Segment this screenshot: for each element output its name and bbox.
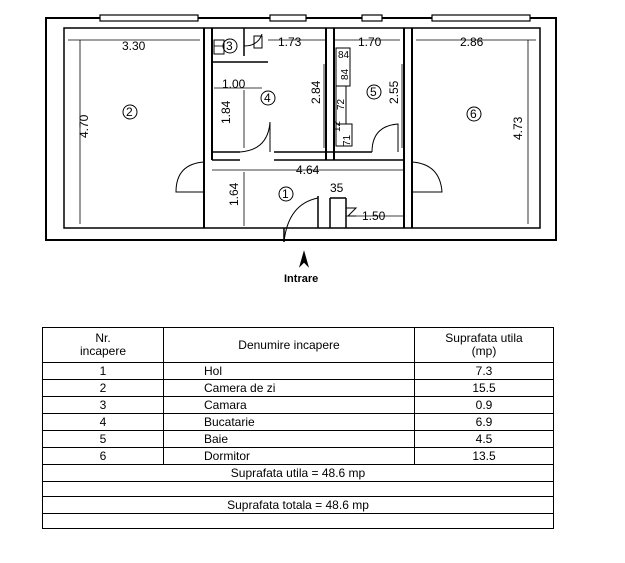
dimension-label: 1.70 (358, 35, 382, 49)
cell-nr: 3 (42, 396, 164, 414)
dimension-label: 1.73 (278, 35, 302, 49)
area-table: Nr. incapere Denumire incapere Suprafata… (42, 327, 554, 560)
floor-plan: 2 3 4 5 6 1 3.30 4.70 1.73 1.00 1.84 2.8… (45, 14, 557, 285)
cell-area: 0.9 (414, 396, 554, 414)
cell-area: 7.3 (414, 362, 554, 380)
dimension-label: 71 (342, 134, 353, 146)
dimension-label: 84 (338, 50, 350, 61)
cell-name: Camera de zi (163, 379, 415, 397)
room-number: 5 (370, 85, 377, 99)
table-row: 4 Bucatarie 6.9 (42, 413, 554, 431)
cell-nr: 5 (42, 430, 164, 448)
dimension-label: 1.00 (222, 77, 246, 91)
room-number: 6 (470, 107, 477, 121)
cell-area: 15.5 (414, 379, 554, 397)
cell-area: 4.5 (414, 430, 554, 448)
outer-wall-inner (63, 27, 541, 229)
dimension-label: 4.73 (511, 116, 525, 140)
entrance-label: Intrare (284, 273, 318, 285)
window (361, 14, 383, 22)
blank-row (42, 513, 554, 529)
grand-total-row: Suprafata totala = 48.6 mp (42, 496, 554, 514)
grand-total: Suprafata totala = 48.6 mp (42, 496, 554, 514)
useful-total-row: Suprafata utila = 48.6 mp (42, 464, 554, 482)
dimension-label: 4.70 (77, 114, 91, 138)
dimension-label: 72 (336, 98, 347, 110)
table-row: 3 Camara 0.9 (42, 396, 554, 414)
cell-nr: 4 (42, 413, 164, 431)
dimension-label: 1.50 (362, 209, 386, 223)
cell-nr: 1 (42, 362, 164, 380)
window (431, 14, 531, 22)
dimension-label: 2.55 (387, 80, 401, 104)
dimension-label: 35 (330, 181, 344, 195)
blank-row (42, 481, 554, 497)
room-number: 1 (282, 187, 289, 201)
cell-nr: 6 (42, 447, 164, 465)
cell-name: Hol (163, 362, 415, 380)
room-number: 2 (126, 105, 133, 119)
room-number: 3 (226, 39, 233, 53)
table-row: 2 Camera de zi 15.5 (42, 379, 554, 397)
room-number: 4 (264, 91, 271, 105)
cell-name: Baie (163, 430, 415, 448)
header-nr: Nr. incapere (42, 327, 164, 363)
cell-name: Camara (163, 396, 415, 414)
cell-name: Dormitor (163, 447, 415, 465)
dimension-label: 2.86 (460, 35, 484, 49)
dimension-label: 12 (332, 120, 343, 132)
window (269, 14, 307, 22)
dimension-label: 1.84 (219, 100, 233, 124)
entrance-arrow-icon (298, 250, 310, 268)
cell-name: Bucatarie (163, 413, 415, 431)
table-row: 6 Dormitor 13.5 (42, 447, 554, 465)
dimension-label: 84 (340, 68, 351, 80)
table-row: 5 Baie 4.5 (42, 430, 554, 448)
window (99, 14, 199, 22)
header-area: Suprafata utila (mp) (414, 327, 554, 363)
dimension-label: 3.30 (122, 39, 146, 53)
cell-area: 13.5 (414, 447, 554, 465)
header-name: Denumire incapere (163, 327, 415, 363)
dimension-label: 4.64 (296, 163, 320, 177)
dimension-label: 1.64 (227, 182, 241, 206)
table-row: 1 Hol 7.3 (42, 362, 554, 380)
cell-nr: 2 (42, 379, 164, 397)
cell-area: 6.9 (414, 413, 554, 431)
useful-total: Suprafata utila = 48.6 mp (42, 464, 554, 482)
dimension-label: 2.84 (309, 80, 323, 104)
